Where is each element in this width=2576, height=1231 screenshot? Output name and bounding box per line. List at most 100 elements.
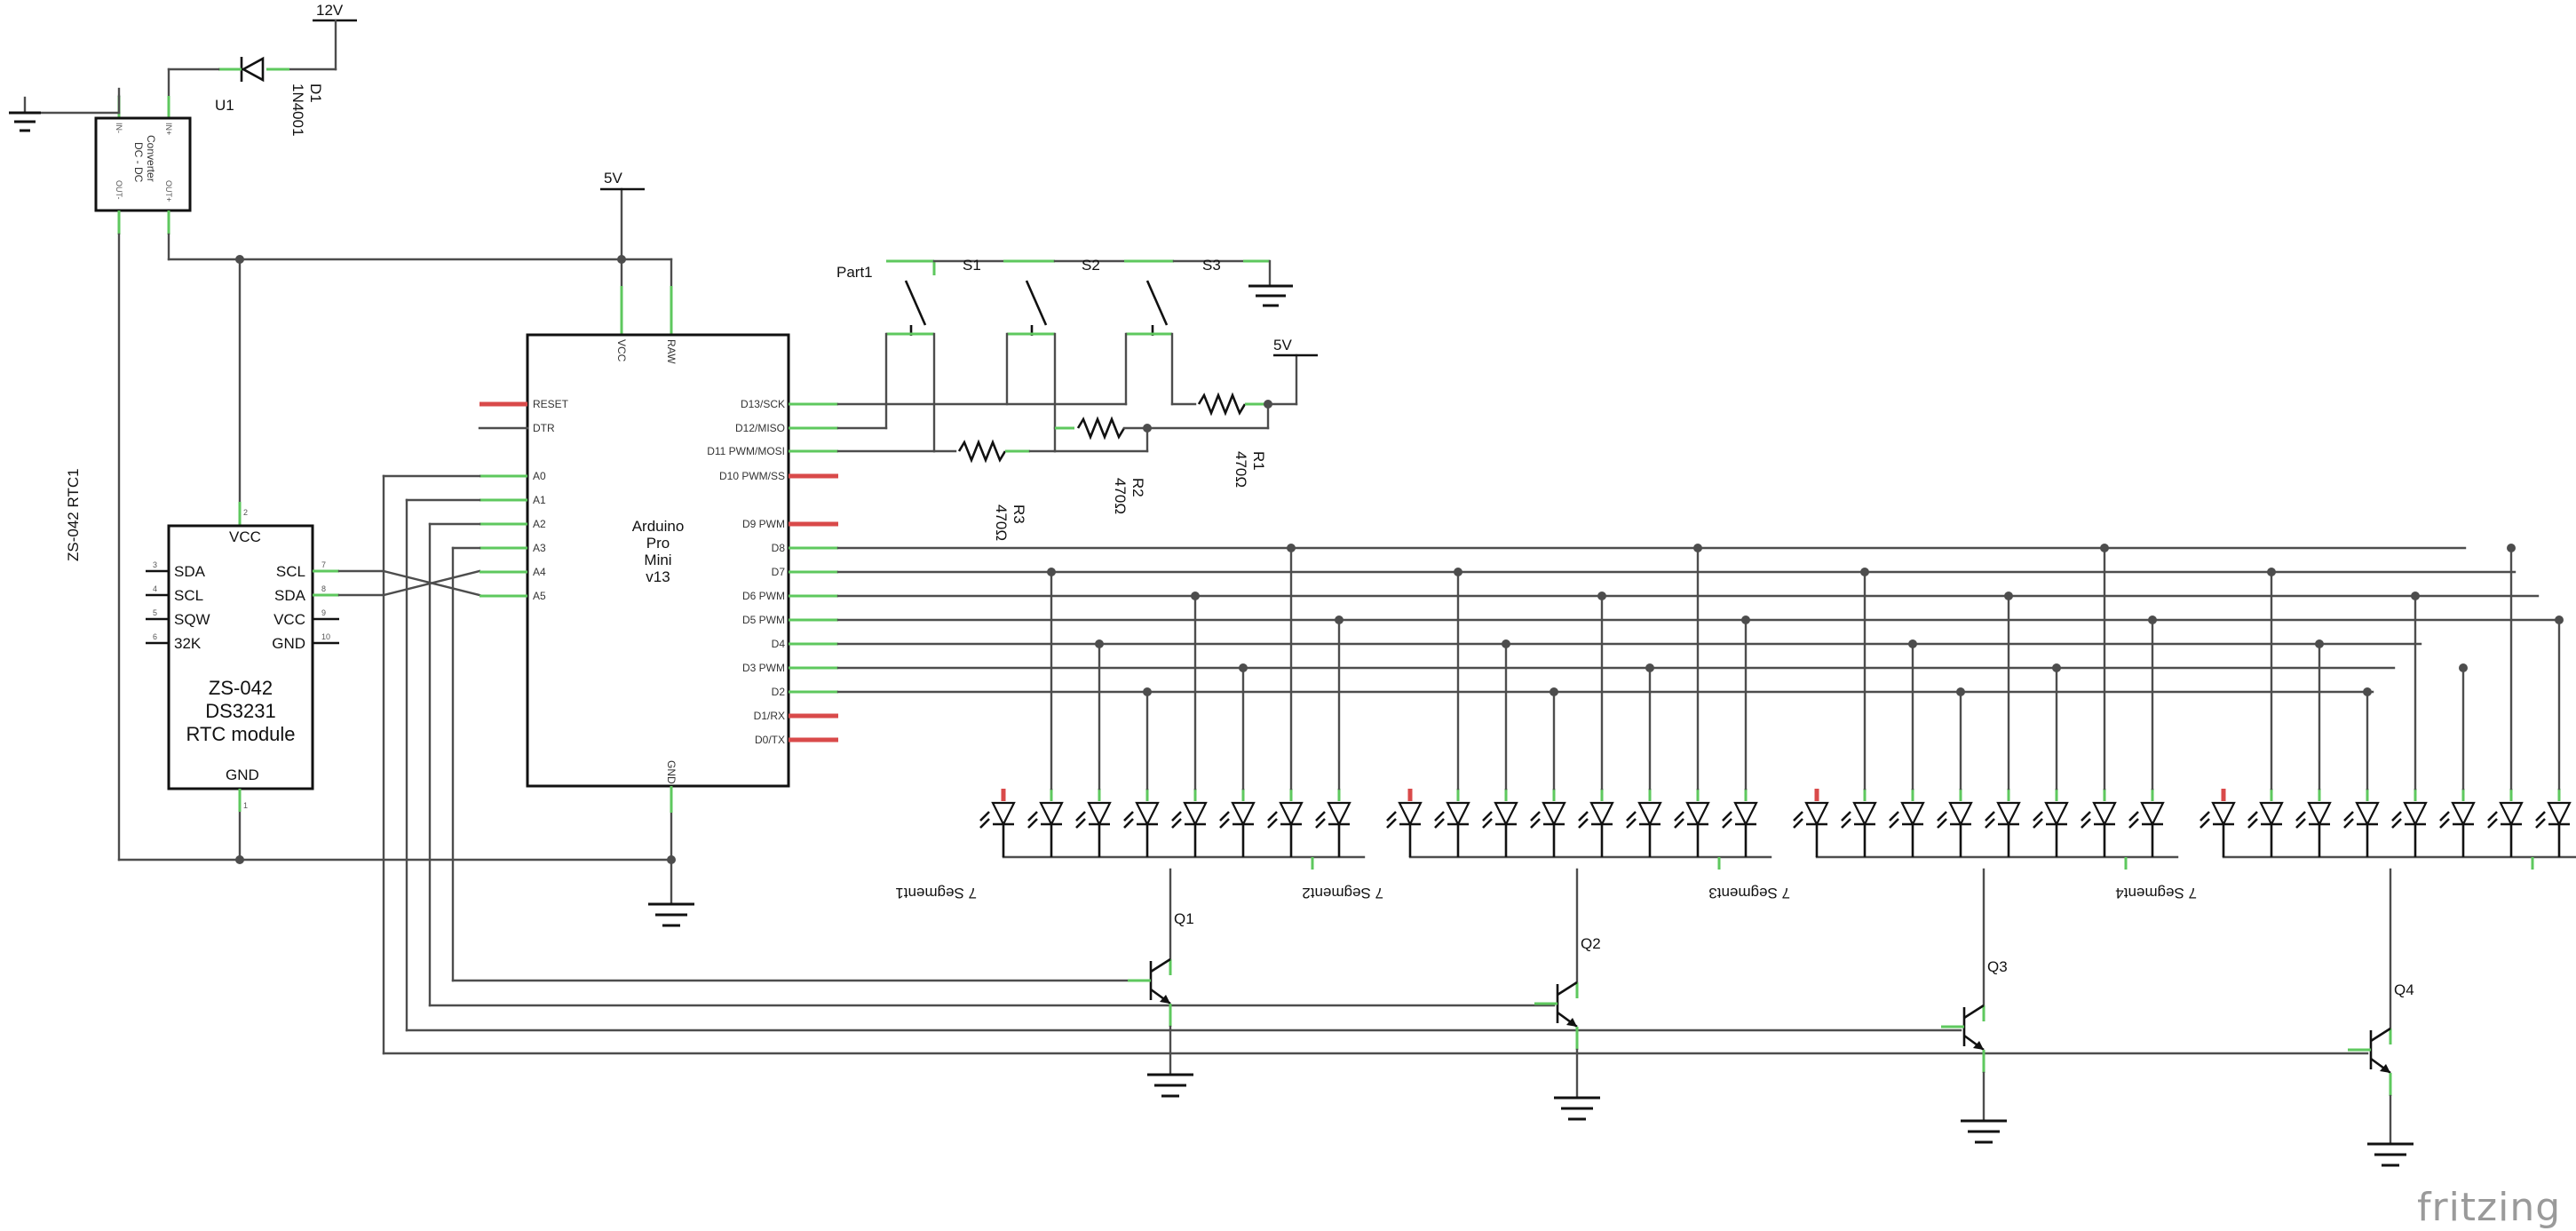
segment-bus-junction: [1287, 544, 1296, 552]
segment-led: [2140, 801, 2165, 827]
segment-led-arrow: [1626, 811, 1637, 822]
digit-transistors: [1128, 868, 2414, 1167]
arduino-right-pin-label: D13/SCK: [741, 398, 785, 410]
converter-pin-out-neg: OUT-: [115, 180, 123, 200]
switch-3-label: S3: [1202, 257, 1221, 274]
arduino-right-pin-label: D8: [772, 542, 786, 554]
segment-led-arrow: [2535, 811, 2546, 822]
diode-ref-label: D1: [307, 83, 324, 103]
segment-led: [1231, 801, 1256, 827]
segment-led: [1948, 801, 1973, 827]
segment-4-label: 7 Segment4: [2115, 885, 2197, 901]
transistor-4-label: Q4: [2394, 981, 2414, 998]
segment-led-arrow: [2535, 818, 2546, 829]
supply-5v-main-symbol: 5V: [600, 170, 645, 191]
wire-ground-rail: [117, 233, 694, 927]
segment-led: [2092, 801, 2117, 827]
arduino-title-2: Pro: [646, 535, 670, 552]
segment-bus-junction: [1645, 663, 1654, 672]
rtc-right-pin-number: 10: [321, 632, 330, 641]
segment-bus-junction: [2148, 616, 2157, 624]
rtc-right-pin-label: SDA: [274, 587, 306, 604]
segment-led: [2355, 801, 2380, 827]
segment-led-arrow: [1482, 811, 1493, 822]
segment-bus-junction: [1502, 639, 1510, 648]
arduino-right-pin-label: D1/RX: [754, 710, 785, 722]
wire-i2c-crossover: [337, 569, 481, 597]
arduino-pin-gnd: GND: [665, 760, 678, 784]
resistor-1-label: R1: [1250, 451, 1267, 471]
wire-5v-rail: [167, 187, 673, 504]
segment-led-arrow: [2033, 818, 2043, 829]
arduino-right-pin-label: D12/MISO: [735, 422, 785, 434]
button-network: Part1 S1 S2 S3 5V R1 470Ω R2 470Ω R3 470…: [836, 257, 1318, 541]
switch-1-label: S1: [963, 257, 981, 274]
rtc-ref-label: ZS-042 RTC1: [65, 468, 82, 561]
rtc-bottom-pin-number: 1: [243, 801, 248, 810]
resistor-1-value: 470Ω: [1233, 451, 1249, 488]
arduino-right-pin-label: D5 PWM: [742, 614, 785, 626]
segment-led-arrow: [2391, 818, 2402, 829]
rtc-left-pin-number: 4: [153, 584, 157, 593]
segment-led: [2403, 801, 2428, 827]
supply-12v-symbol: 12V: [313, 2, 357, 71]
segment-led-arrow: [1889, 818, 1899, 829]
segment-led-arrow: [1530, 818, 1541, 829]
segment-bus-junction: [1597, 592, 1606, 600]
arduino-left-pin-label: A1: [533, 494, 546, 506]
arduino-left-pin-label: DTR: [533, 422, 555, 434]
converter-pin-in-neg: IN-: [115, 123, 123, 133]
segment-bus-junction: [1335, 616, 1343, 624]
rtc-module: VCC GND 2 1 ZS-042 DS3231 RTC module SDA…: [146, 502, 339, 812]
segment-led-arrow: [2295, 818, 2306, 829]
rtc-top-pin: VCC: [229, 528, 261, 545]
segment-led-arrow: [1722, 811, 1732, 822]
segment-bus-junction: [2315, 639, 2324, 648]
arduino-title-4: v13: [646, 568, 670, 585]
segment-led-arrow: [1027, 811, 1038, 822]
segment-bus-junction: [2267, 568, 2276, 576]
rtc-left-pin-label: SDA: [174, 563, 206, 580]
arduino-left-pin-label: A5: [533, 590, 546, 602]
rtc-left-pin-number: 6: [153, 632, 157, 641]
segment-led-arrow: [2247, 818, 2258, 829]
rtc-title-1: ZS-042: [209, 677, 273, 699]
segment-led-arrow: [2081, 811, 2091, 822]
transistor-collector: [1557, 981, 1578, 997]
segment-led: [1039, 801, 1064, 827]
segment-led-arrow: [2487, 818, 2498, 829]
segment-led-arrow: [1075, 811, 1086, 822]
segment-led: [1279, 801, 1304, 827]
segment-led-arrow: [1267, 811, 1278, 822]
transistor-emitter-arrow: [1160, 995, 1170, 1004]
converter-pin-out-pos: OUT+: [164, 180, 173, 202]
arduino-left-pin-label: RESET: [533, 398, 569, 410]
segment-bus-junction: [1454, 568, 1462, 576]
segment-led-arrow: [1889, 811, 1899, 822]
rtc-top-pin-number: 2: [243, 508, 248, 517]
segment-led: [1589, 801, 1614, 827]
dc-dc-converter-u1: DC - DC Converter IN- IN+ OUT- OUT+ U1: [94, 68, 234, 234]
arduino-right-pin-label: D10 PWM/SS: [719, 470, 785, 482]
segment-bus-junction: [1047, 568, 1056, 576]
segment-led: [2211, 801, 2236, 827]
segment-bus-junction: [1956, 687, 1965, 696]
segment-bus-junction: [2363, 687, 2372, 696]
segment-led-arrow: [2200, 818, 2210, 829]
segment-led: [991, 801, 1016, 827]
arduino-right-pin-label: D4: [772, 638, 786, 650]
segment-bus-junction: [2555, 616, 2564, 624]
segment-led-arrow: [2343, 811, 2354, 822]
transistor-3-label: Q3: [1987, 958, 2008, 975]
segment-led: [2307, 801, 2332, 827]
supply-5v-buttons-label: 5V: [1273, 337, 1292, 353]
segment-led-arrow: [2128, 818, 2139, 829]
arduino-pro-mini: VCC RAW GND Arduino Pro Mini v13 RESETDT…: [478, 286, 838, 813]
segment-led: [1733, 801, 1758, 827]
segment-led-arrow: [1171, 818, 1182, 829]
converter-pin-in-pos: IN+: [164, 123, 173, 135]
segment-led-arrow: [1985, 811, 1995, 822]
